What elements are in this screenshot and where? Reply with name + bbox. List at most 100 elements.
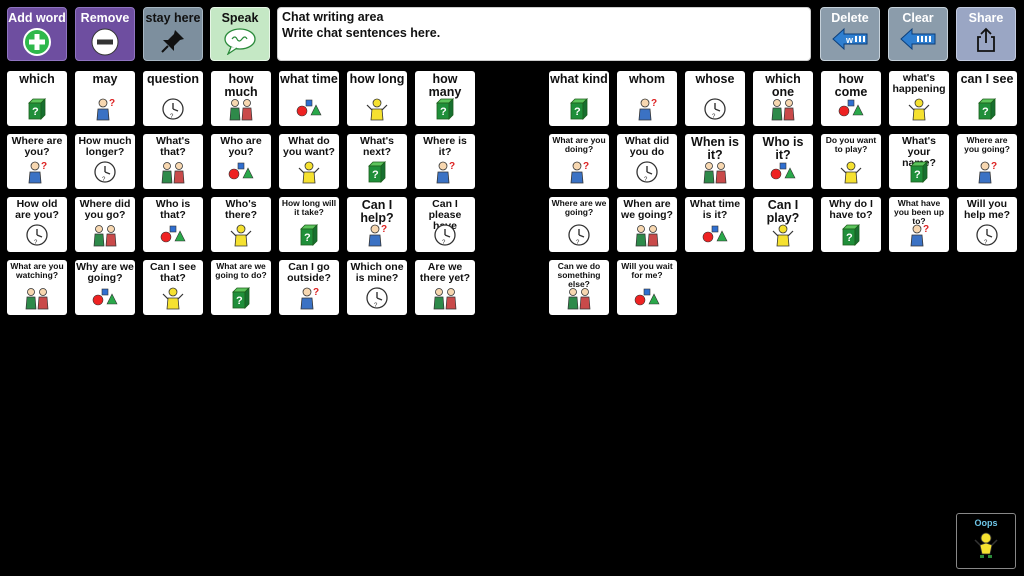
phrase-tile-label: Are we there yet?	[419, 261, 471, 285]
yellow-person-icon	[840, 161, 862, 184]
share-button[interactable]: Share	[956, 7, 1016, 61]
phrase-tile-what-are-you-doing[interactable]: What are you doing??	[549, 134, 609, 189]
phrase-tile-can-i-help[interactable]: Can I help??	[347, 197, 407, 252]
phrase-tile-how-much-longer[interactable]: How much longer??	[75, 134, 135, 189]
shapes-icon	[228, 162, 254, 180]
add-word-button[interactable]: Add word	[7, 7, 67, 61]
oops-person-icon	[974, 532, 998, 558]
phrase-tile-label: Where did you go?	[79, 198, 131, 222]
phrase-tile-label: Where are you going?	[964, 135, 1010, 154]
yellow-person-icon	[366, 98, 388, 121]
phrase-tile-label: can I see	[960, 72, 1014, 86]
shapes-icon	[770, 162, 796, 180]
phrase-tile-label: Why are we going?	[76, 261, 134, 285]
clock-icon: ?	[568, 224, 590, 246]
phrase-tile-what-kind[interactable]: what kind?	[549, 71, 609, 126]
phrase-tile-where-are-you[interactable]: Where are you??	[7, 134, 67, 189]
phrase-tile-how-many[interactable]: how many?	[415, 71, 475, 126]
remove-button[interactable]: Remove	[75, 7, 135, 61]
svg-text:?: ?	[102, 177, 106, 183]
phrase-tile-why-are-we-going[interactable]: Why are we going?	[75, 260, 135, 315]
phrase-tile-which-one-is-mine[interactable]: Which one is mine??	[347, 260, 407, 315]
phrase-tile-when-are-we-going[interactable]: When are we going?	[617, 197, 677, 252]
phrase-tile-which[interactable]: which?	[7, 71, 67, 126]
phrase-tile-can-i-play[interactable]: Can I play?	[753, 197, 813, 252]
shapes-icon	[838, 99, 864, 117]
oops-button[interactable]: Oops	[956, 513, 1016, 569]
phrase-tile-question[interactable]: question?	[143, 71, 203, 126]
svg-text:?: ?	[583, 161, 589, 172]
phrase-tile-what-s-happening[interactable]: what's happening	[889, 71, 949, 126]
svg-text:?: ?	[34, 240, 38, 246]
speak-button[interactable]: Speak	[210, 7, 270, 61]
svg-text:?: ?	[304, 232, 311, 244]
phrase-tile-how-long-will-it-take[interactable]: How long will it take??	[279, 197, 339, 252]
phrase-tile-label: Where are we going?	[551, 198, 607, 217]
phrase-tile-can-we-do-something-else[interactable]: Can we do something else?	[549, 260, 609, 315]
phrase-tile-will-you-wait-for-me[interactable]: Will you wait for me?	[617, 260, 677, 315]
svg-text:?: ?	[576, 240, 580, 246]
phrase-tile-who-is-it[interactable]: Who is it?	[753, 134, 813, 189]
two-people-icon	[229, 99, 253, 121]
phrase-tile-how-come[interactable]: how come	[821, 71, 881, 126]
phrase-tile-whose[interactable]: whose?	[685, 71, 745, 126]
phrase-tile-label: How much longer?	[78, 135, 132, 159]
phrase-tile-what-time-is-it[interactable]: What time is it?	[685, 197, 745, 252]
phrase-tile-where-are-you-going[interactable]: Where are you going??	[957, 134, 1017, 189]
phrase-tile-what-s-next[interactable]: What's next??	[347, 134, 407, 189]
yellow-person-icon	[772, 224, 794, 247]
phrase-tile-who-are-you[interactable]: Who are you?	[211, 134, 271, 189]
phrase-tile-when-is-it[interactable]: When is it?	[685, 134, 745, 189]
phrase-tile-who-is-that[interactable]: Who is that?	[143, 197, 203, 252]
phrase-tile-what-are-we-going-to-do[interactable]: What are we going to do??	[211, 260, 271, 315]
person-question-icon: ?	[436, 161, 455, 184]
phrase-tile-where-are-we-going[interactable]: Where are we going??	[549, 197, 609, 252]
clear-button[interactable]: Clear	[888, 7, 948, 61]
phrase-tile-label: What have you been up to?	[893, 198, 945, 226]
clock-icon: ?	[976, 224, 998, 246]
phrase-tile-how-old-are-you[interactable]: How old are you??	[7, 197, 67, 252]
phrase-tile-will-you-help-me[interactable]: Will you help me??	[957, 197, 1017, 252]
phrase-tile-do-you-want-to-play[interactable]: Do you want to play?	[821, 134, 881, 189]
clock-icon: ?	[94, 161, 116, 183]
chat-writing-area[interactable]: Chat writing area Write chat sentences h…	[277, 7, 811, 61]
phrase-tile-how-much[interactable]: how much	[211, 71, 271, 126]
question-cube-icon: ?	[570, 98, 588, 120]
phrase-tile-label: what's happening	[892, 72, 946, 96]
phrase-tile-who-s-there[interactable]: Who's there?	[211, 197, 271, 252]
phrase-tile-label: Who's there?	[224, 198, 258, 222]
phrase-tile-label: Do you want to play?	[825, 135, 877, 154]
yellow-person-icon	[298, 161, 320, 184]
phrase-tile-what-time[interactable]: what time	[279, 71, 339, 126]
phrase-tile-can-i-see[interactable]: can I see?	[957, 71, 1017, 126]
clock-icon: ?	[636, 161, 658, 183]
phrase-tile-label: how many	[428, 72, 462, 100]
phrase-tile-whom[interactable]: whom?	[617, 71, 677, 126]
phrase-tile-can-i-see-that[interactable]: Can I see that?	[143, 260, 203, 315]
svg-text:?: ?	[109, 98, 115, 109]
phrase-tile-what-have-you-been-up-to[interactable]: What have you been up to??	[889, 197, 949, 252]
phrase-tile-what-s-that[interactable]: What's that?	[143, 134, 203, 189]
phrase-tile-where-did-you-go[interactable]: Where did you go?	[75, 197, 135, 252]
person-question-icon: ?	[28, 161, 47, 184]
svg-text:?: ?	[982, 106, 989, 118]
phrase-tile-can-i-please-have[interactable]: Can I please have?	[415, 197, 475, 252]
phrase-tile-what-are-you-watching[interactable]: What are you watching?	[7, 260, 67, 315]
chat-title: Chat writing area	[282, 10, 384, 24]
stay-here-button[interactable]: stay here	[143, 7, 203, 61]
phrase-tile-what-do-you-want[interactable]: What do you want?	[279, 134, 339, 189]
phrase-tile-can-i-go-outside[interactable]: Can I go outside??	[279, 260, 339, 315]
svg-text:?: ?	[574, 106, 581, 118]
phrase-tile-which-one[interactable]: which one	[753, 71, 813, 126]
svg-text:?: ?	[984, 240, 988, 246]
phrase-tile-what-did-you-do[interactable]: What did you do?	[617, 134, 677, 189]
phrase-tile-may[interactable]: may?	[75, 71, 135, 126]
svg-text:?: ?	[991, 161, 997, 172]
phrase-tile-why-do-i-have-to[interactable]: Why do I have to??	[821, 197, 881, 252]
phrase-tile-what-s-your-name[interactable]: What's your name??	[889, 134, 949, 189]
phrase-tile-where-is-it[interactable]: Where is it??	[415, 134, 475, 189]
clock-icon: ?	[26, 224, 48, 246]
phrase-tile-are-we-there-yet[interactable]: Are we there yet?	[415, 260, 475, 315]
phrase-tile-how-long[interactable]: how long	[347, 71, 407, 126]
delete-button[interactable]: Delete w	[820, 7, 880, 61]
